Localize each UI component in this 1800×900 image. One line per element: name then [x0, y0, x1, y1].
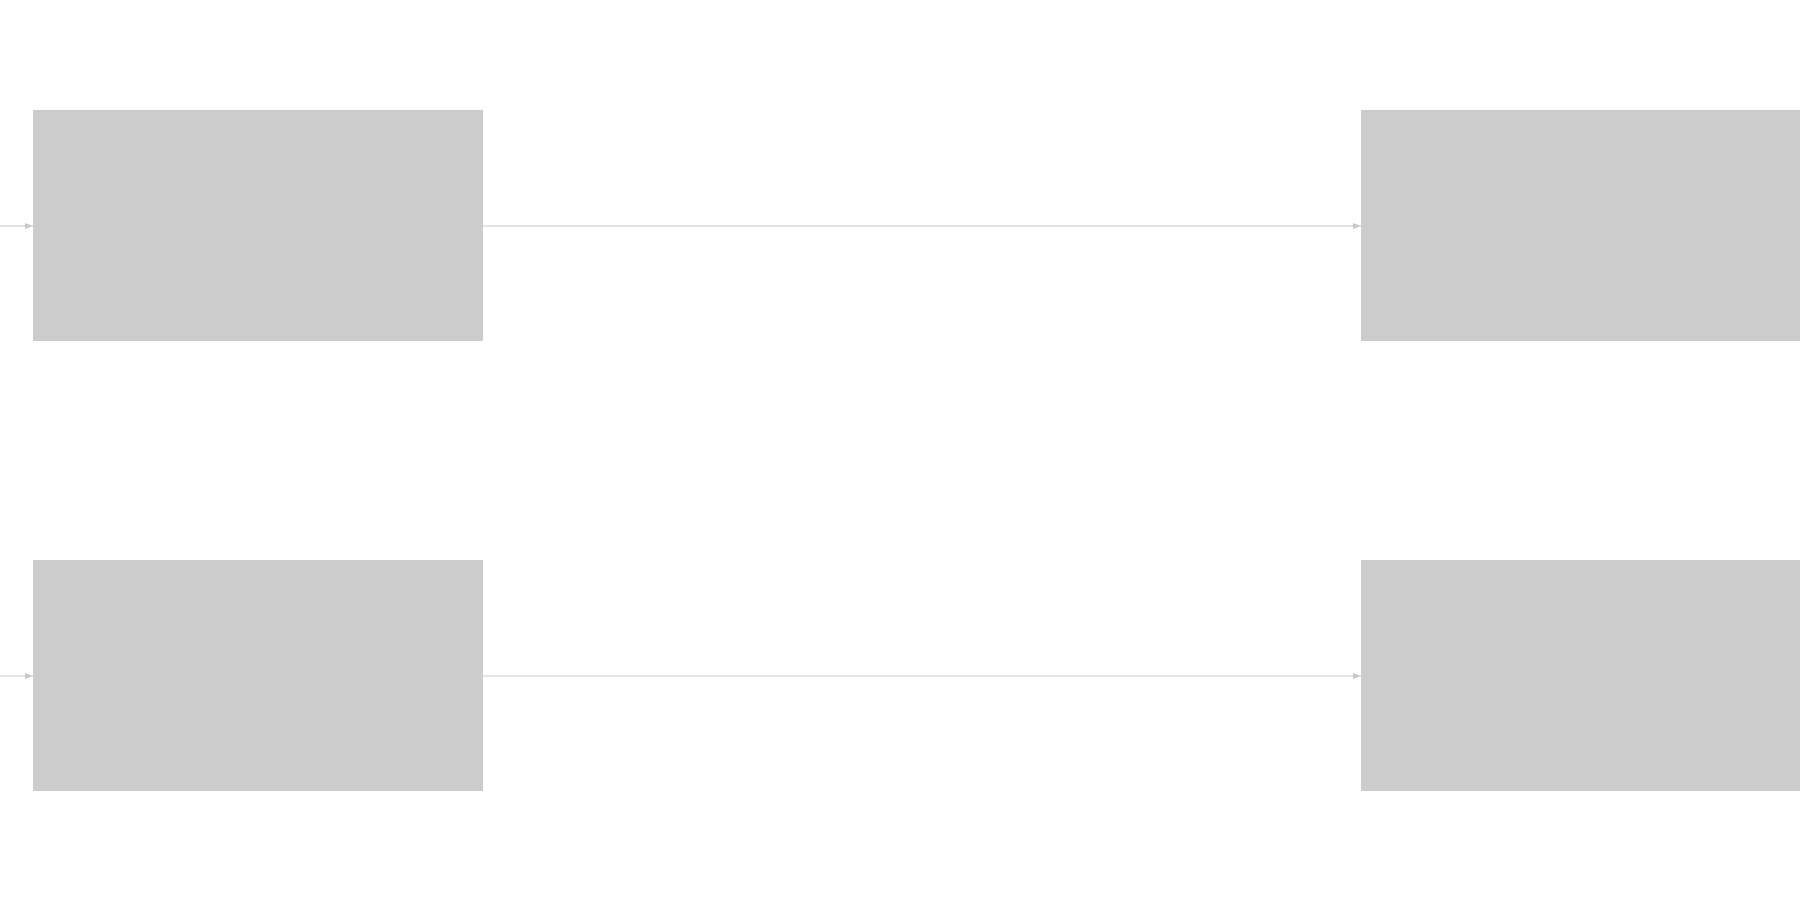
diagram-row-2	[0, 560, 1800, 791]
right-node-row-1[interactable]	[1361, 110, 1800, 341]
left-node-row-2[interactable]	[33, 560, 483, 791]
right-node-row-2[interactable]	[1361, 560, 1800, 791]
diagram-row-1	[0, 110, 1800, 341]
left-node-row-1[interactable]	[33, 110, 483, 341]
